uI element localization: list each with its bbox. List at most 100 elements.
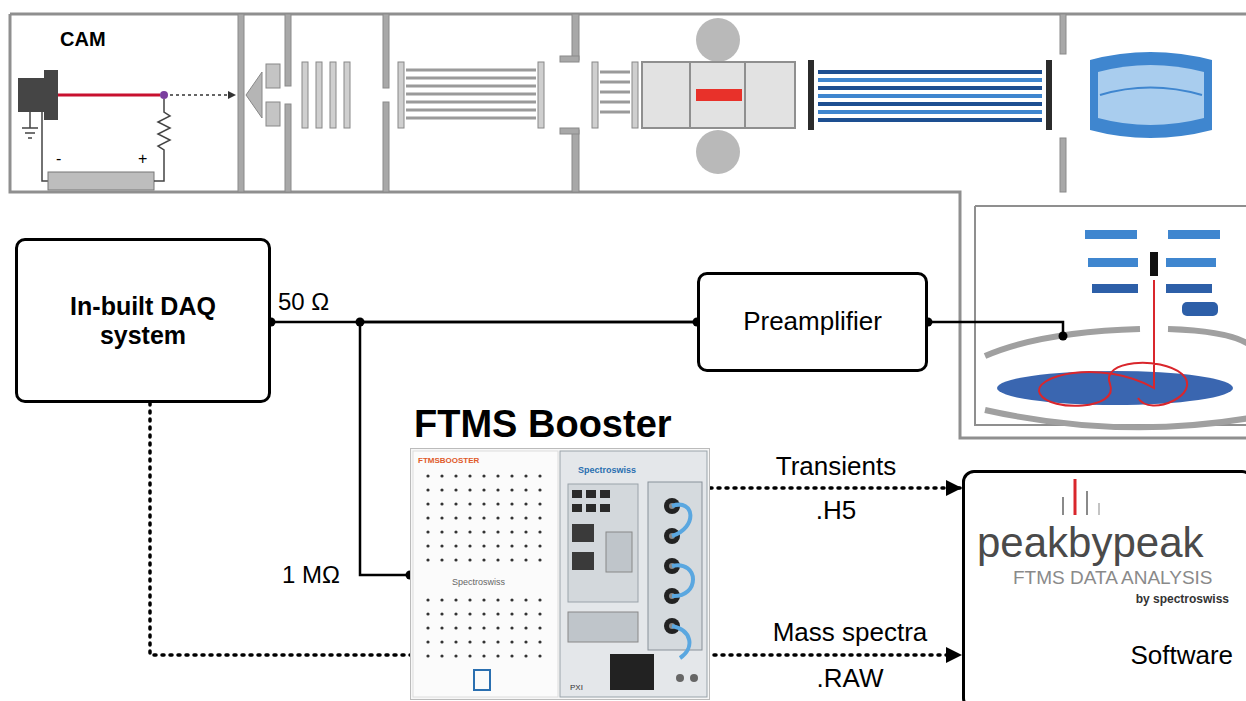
ion-source — [22, 112, 38, 138]
booster-photo — [496, 544, 499, 547]
booster-device: FTMS BoosterFTMSBOOSTERSpectroswissSpect… — [410, 405, 710, 700]
booster-photo — [524, 474, 527, 477]
booster-photo — [524, 612, 527, 615]
booster-photo — [600, 490, 610, 498]
booster-photo — [454, 530, 457, 533]
booster-photo — [510, 558, 513, 561]
booster-photo — [572, 504, 582, 512]
ion-source — [48, 172, 154, 190]
ion-optics — [330, 62, 336, 128]
icr-cell — [985, 410, 1246, 427]
ion-optics — [398, 62, 404, 128]
polarity-sign: - — [56, 150, 61, 168]
housing-wall — [285, 104, 291, 192]
collision-cell — [642, 62, 795, 128]
housing-wall — [285, 14, 291, 86]
booster-photo — [538, 626, 541, 629]
icr-cell — [1182, 302, 1218, 316]
booster-photo — [510, 530, 513, 533]
logo-byline: by spectroswiss — [1136, 593, 1229, 607]
booster-photo — [426, 598, 429, 601]
booster-photo — [468, 598, 471, 601]
booster-photo — [440, 654, 443, 657]
booster-photo — [440, 612, 443, 615]
logo-peaks — [1062, 497, 1064, 515]
housing-wall — [572, 14, 579, 60]
polarity-sign: + — [138, 150, 147, 168]
booster-photo — [482, 558, 485, 561]
housing-wall — [238, 14, 244, 192]
booster-photo — [468, 516, 471, 519]
vacuum-housing — [10, 14, 1246, 438]
booster-photo — [468, 530, 471, 533]
booster-photo — [426, 544, 429, 547]
booster-photo — [468, 626, 471, 629]
booster-photo — [482, 598, 485, 601]
software-box: peakbypeakFTMS DATA ANALYSISby spectrosw… — [962, 470, 1246, 701]
booster-photo — [454, 502, 457, 505]
booster-photo — [524, 626, 527, 629]
booster-photo — [572, 552, 594, 570]
booster-photo — [560, 451, 707, 697]
collision-cell — [690, 62, 745, 128]
ion-optics — [344, 62, 350, 128]
ion-source — [18, 70, 236, 190]
icr-cell — [1088, 258, 1138, 267]
logo-peaks — [1086, 491, 1088, 515]
booster-photo — [454, 654, 457, 657]
housing-wall — [383, 102, 389, 192]
booster-photo — [426, 530, 429, 533]
detection-wire — [1059, 332, 1068, 341]
booster-photo — [572, 524, 594, 542]
booster-photo — [524, 598, 527, 601]
booster-photo — [482, 626, 485, 629]
booster-photo — [572, 490, 582, 498]
daq-box: In-built DAQ system — [15, 238, 271, 403]
booster-photo — [440, 530, 443, 533]
booster-photo — [538, 654, 541, 657]
booster-photo — [538, 516, 541, 519]
ion-optics — [406, 70, 536, 118]
booster-photo — [440, 474, 443, 477]
edge-label: Mass spectra — [773, 618, 928, 648]
booster-photo — [538, 544, 541, 547]
booster-photo — [672, 505, 693, 658]
booster-photo — [538, 474, 541, 477]
ion-optics — [246, 62, 638, 128]
booster-photo — [454, 598, 457, 601]
file-format: .H5 — [816, 496, 856, 526]
vacuum-housing — [975, 206, 1246, 425]
booster-photo — [454, 558, 457, 561]
ion-transfer-optics — [808, 60, 814, 130]
ion-transfer-optics — [1090, 52, 1212, 138]
booster-photo — [482, 530, 485, 533]
booster-photo — [524, 502, 527, 505]
booster-photo — [440, 544, 443, 547]
icr-cell — [1166, 258, 1216, 267]
box-label: In-built DAQ system — [38, 292, 248, 350]
booster-photo — [413, 451, 558, 697]
booster-photo — [440, 516, 443, 519]
booster-photo — [440, 598, 443, 601]
booster-photo — [440, 626, 443, 629]
booster-photo — [454, 488, 457, 491]
vacuum-housing — [10, 14, 1246, 438]
booster-photo — [454, 474, 457, 477]
device-brand: FTMSBOOSTER — [418, 456, 479, 465]
booster-photo — [454, 612, 457, 615]
booster-photo — [426, 488, 429, 491]
housing-wall — [560, 128, 579, 134]
booster-photo — [538, 502, 541, 505]
booster-photo — [468, 612, 471, 615]
booster-photo — [510, 654, 513, 657]
booster-photo — [496, 488, 499, 491]
booster-photo — [468, 544, 471, 547]
junction-dot — [356, 318, 365, 327]
booster-photo — [538, 488, 541, 491]
booster-photo — [538, 530, 541, 533]
booster-photo — [440, 558, 443, 561]
booster-photo — [426, 626, 429, 629]
icr-cell — [1092, 284, 1138, 293]
booster-photo — [454, 640, 457, 643]
